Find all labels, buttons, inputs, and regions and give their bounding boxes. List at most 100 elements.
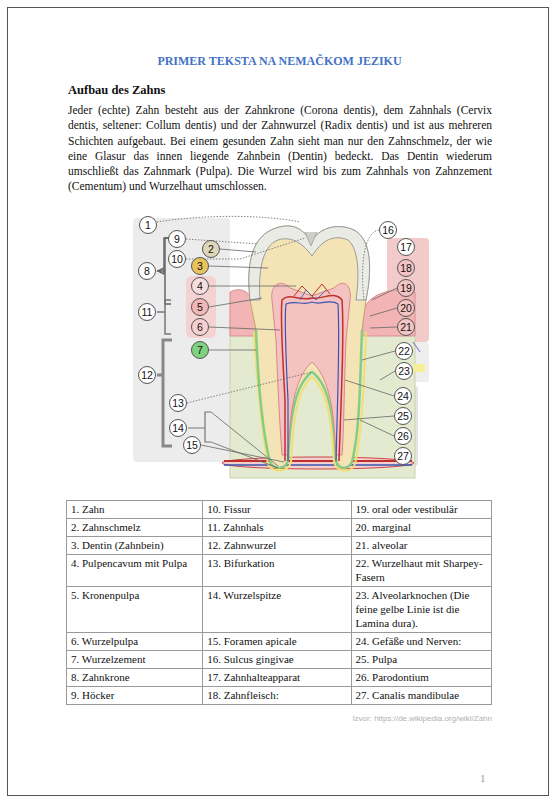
- canal-artery: [224, 460, 412, 462]
- table-cell: 22. Wurzelhaut mit Sharpey-Fasern: [351, 555, 491, 587]
- leader-gum: [370, 288, 397, 328]
- bracket-8: [157, 238, 171, 304]
- left-panel: [133, 218, 230, 462]
- callout-text: 14: [172, 423, 184, 434]
- callout-number: 5: [191, 298, 209, 316]
- page-number: 1: [480, 772, 486, 784]
- callout-text: 17: [400, 242, 412, 253]
- callout-text: 15: [186, 440, 198, 451]
- callout-number: 8: [138, 262, 156, 280]
- callout-number: 6: [191, 318, 209, 336]
- callout-number: 2: [202, 240, 220, 258]
- callout-number: 11: [138, 303, 156, 321]
- leader-1: [157, 216, 300, 222]
- callout-text: 16: [382, 225, 394, 236]
- table-row: 4. Pulpencavum mit Pulpa13. Bifurkation2…: [67, 555, 492, 587]
- table-cell: 2. Zahnschmelz: [67, 519, 203, 537]
- table-row: 7. Wurzelzement16. Sulcus gingivae25. Pu…: [67, 651, 492, 669]
- leader-4: [209, 286, 296, 287]
- callout-text: 21: [400, 322, 412, 333]
- callout-number: 9: [168, 230, 186, 248]
- leader-14: [211, 412, 278, 468]
- callout-number: 4: [191, 277, 209, 295]
- callout-number: 25: [394, 407, 412, 425]
- callout-text: 19: [400, 283, 412, 294]
- section-heading: Aufbau des Zahns: [68, 83, 165, 98]
- callout-number: 27: [394, 447, 412, 465]
- callout-text: 13: [172, 398, 184, 409]
- leader-9: [186, 239, 258, 244]
- callout-number: 16: [379, 221, 397, 239]
- crown-vessels-blue: [300, 290, 326, 300]
- callout-text: 11: [142, 307, 153, 318]
- callout-number: 13: [169, 394, 187, 412]
- callout-text: 12: [141, 370, 153, 381]
- table-row: 2. Zahnschmelz11. Zahnhals20. marginal: [67, 519, 492, 537]
- enamel: [249, 226, 370, 300]
- table-cell: 7. Wurzelzement: [67, 651, 203, 669]
- table-cell: 18. Zahnfleisch:: [203, 687, 351, 705]
- canal-vein: [224, 464, 412, 466]
- callout-number: 26: [394, 427, 412, 445]
- ligament-sample: [413, 342, 420, 352]
- callout-text: 25: [397, 411, 409, 422]
- table-cell: 5. Kronenpulpa: [67, 587, 203, 633]
- bone-sample: [413, 364, 425, 372]
- table-cell: 12. Zahnwurzel: [203, 537, 351, 555]
- dentin: [249, 226, 370, 468]
- table-cell: 23. Alveolarknochen (Die feine gelbe Lin…: [351, 587, 491, 633]
- mandibular-canal: [222, 457, 414, 469]
- callout-number: 17: [397, 238, 415, 256]
- table-body: 1. Zahn10. Fissur19. oral oder vestibulä…: [67, 501, 492, 705]
- callout-text: 6: [197, 322, 203, 333]
- table-cell: 24. Gefäße und Nerven:: [351, 633, 491, 651]
- table-cell: 21. alveolar: [351, 537, 491, 555]
- table-cell: 3. Dentin (Zahnbein): [67, 537, 203, 555]
- leader-lines: [157, 216, 412, 468]
- leader-3: [209, 266, 268, 268]
- table-cell: 6. Wurzelpulpa: [67, 633, 203, 651]
- table-cell: 10. Fissur: [203, 501, 351, 519]
- table-cell: 26. Parodontium: [351, 669, 491, 687]
- body-paragraph: Jeder (echte) Zahn besteht aus der Zahnk…: [68, 103, 492, 195]
- callout-text: 18: [400, 263, 412, 274]
- source-note: Izvor: https://de.wikipedia.org/wiki/Zah…: [352, 714, 492, 723]
- callout-text: 1: [145, 220, 151, 231]
- table-cell: 16. Sulcus gingivae: [203, 651, 351, 669]
- callout-text: 22: [398, 346, 410, 357]
- tooth: [249, 226, 370, 471]
- callout-number: 23: [395, 362, 413, 380]
- legend-table: 1. Zahn10. Fissur19. oral oder vestibulä…: [66, 500, 492, 705]
- callout-number: 7: [191, 341, 209, 359]
- fissure: [305, 232, 317, 246]
- page-title: PRIMER TEKSTA NA NEMAČKOM JEZIKU: [60, 54, 499, 69]
- callout-text: 20: [400, 303, 412, 314]
- crown-vessels: [294, 284, 330, 296]
- callout-text: 5: [197, 302, 203, 313]
- leader-22: [362, 351, 395, 360]
- brackets: [157, 238, 211, 446]
- callout-text: 4: [197, 281, 203, 292]
- table-cell: 19. oral oder vestibulär: [351, 501, 491, 519]
- pulp-vein: [285, 302, 339, 461]
- leader-15: [201, 445, 284, 462]
- leader-13: [187, 372, 312, 403]
- table-row: 6. Wurzelpulpa15. Foramen apicale24. Gef…: [67, 633, 492, 651]
- leader-2: [220, 249, 256, 252]
- callout-number: 24: [394, 387, 412, 405]
- leader-6: [209, 327, 280, 330]
- callout-number: 19: [397, 279, 415, 297]
- callout-number: 22: [395, 342, 413, 360]
- callout-text: 7: [197, 345, 203, 356]
- callout-number: 18: [397, 259, 415, 277]
- callout-text: 3: [197, 261, 203, 272]
- callout-number: 14: [169, 419, 187, 437]
- pulp-artery: [281, 295, 342, 461]
- table-cell: 20. marginal: [351, 519, 491, 537]
- gum-panel-left: [186, 276, 216, 338]
- callout-text: 9: [174, 234, 180, 245]
- callout-text: 8: [144, 266, 150, 277]
- table-row: 8. Zahnkrone17. Zahnhalteapparat26. Paro…: [67, 669, 492, 687]
- table-row: 9. Höcker18. Zahnfleisch:27. Canalis man…: [67, 687, 492, 705]
- callout-text: 2: [208, 244, 214, 255]
